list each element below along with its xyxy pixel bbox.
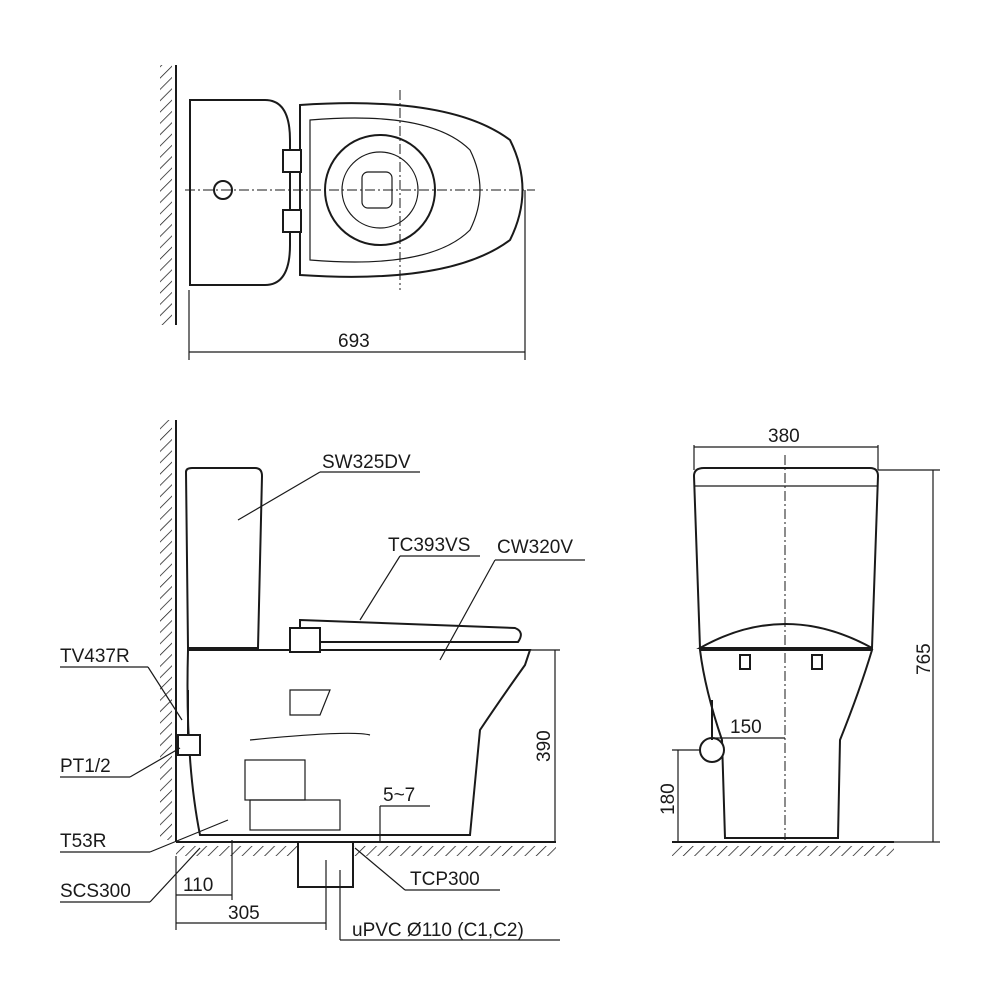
seat-front-outline [696, 623, 873, 649]
hinge-icon [282, 209, 302, 233]
label-seat: TC393VS [388, 535, 470, 556]
label-pipe: uPVC Ø110 (C1,C2) [352, 920, 524, 941]
label-tank: SW325DV [322, 452, 411, 473]
bowl-top-outline [299, 102, 524, 278]
label-drain: TCP300 [410, 869, 480, 890]
label-pipe-thread: PT1/2 [60, 756, 111, 777]
dim-width: 380 [768, 426, 800, 447]
label-hose: T53R [60, 831, 106, 852]
front-view: 380 765 150 180 [658, 426, 940, 856]
dim-supply-height: 180 [658, 783, 679, 815]
dim-seat-height: 390 [534, 730, 555, 762]
valve-icon [177, 734, 201, 756]
label-bowl: CW320V [497, 537, 573, 558]
wall-hatch [160, 420, 172, 840]
tank-side-outline [184, 467, 264, 649]
flush-button-icon [213, 180, 233, 200]
dim-length: 693 [338, 331, 370, 352]
wall-hatch [160, 65, 172, 325]
tank-top-outline [189, 99, 291, 286]
tank-front-outline [692, 467, 880, 649]
bowl-front-outline [698, 649, 874, 839]
floor-hatch [672, 846, 894, 856]
floor-hatch [176, 846, 556, 856]
dim-height: 765 [914, 643, 935, 675]
top-view: 693 [160, 65, 535, 360]
label-gap: 5~7 [383, 785, 415, 806]
seat-side-outline [299, 618, 522, 643]
side-view: SW325DV TC393VS CW320V TV437R PT1/2 T53R… [60, 420, 585, 941]
bowl-side-outline [186, 649, 532, 836]
dim-supply-offset: 150 [730, 717, 762, 738]
supply-valve-icon [699, 737, 725, 763]
dim-valve-offset: 110 [183, 875, 213, 896]
dim-rough-in: 305 [228, 903, 260, 924]
label-flange: SCS300 [60, 881, 131, 902]
hinge-icon [282, 149, 302, 173]
label-valve: TV437R [60, 646, 130, 667]
